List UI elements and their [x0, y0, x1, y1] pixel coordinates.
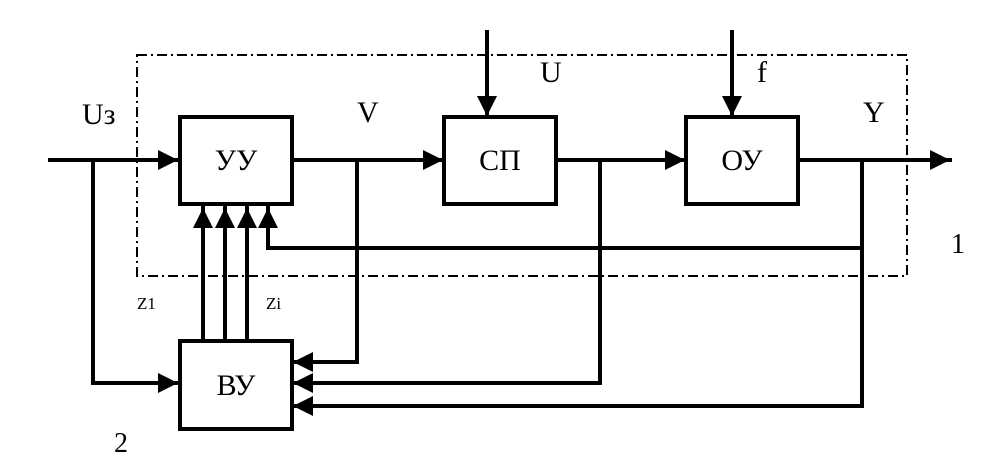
- disturbance-label: f: [757, 56, 767, 89]
- control-device-block: УУ: [178, 115, 294, 206]
- control-device-label: УУ: [215, 144, 258, 177]
- plant-label: ОУ: [721, 144, 763, 177]
- converter-input-label: U: [540, 56, 562, 89]
- z-last-label: Zi: [266, 294, 281, 313]
- system-boundary-number: 1: [951, 229, 965, 260]
- converter-block: СП: [442, 115, 558, 206]
- setpoint-to-computing: [91, 158, 180, 393]
- output-label: Y: [863, 96, 885, 129]
- setpoint-label: Uз: [82, 98, 116, 131]
- computing-device-block: ВУ: [178, 339, 294, 431]
- output-to-computing: [291, 246, 864, 416]
- control-signal-to-computing: [291, 158, 359, 372]
- system-boundary: [136, 54, 908, 277]
- converter-label: СП: [479, 144, 521, 177]
- output-feedback-to-control: [258, 158, 864, 250]
- plant-block: ОУ: [684, 115, 800, 206]
- converter-output-to-computing: [291, 158, 602, 393]
- control-signal-label: V: [357, 96, 379, 129]
- computing-unit-number: 2: [114, 428, 128, 459]
- z-first-label: Z1: [137, 294, 156, 313]
- computing-device-label: ВУ: [217, 369, 257, 402]
